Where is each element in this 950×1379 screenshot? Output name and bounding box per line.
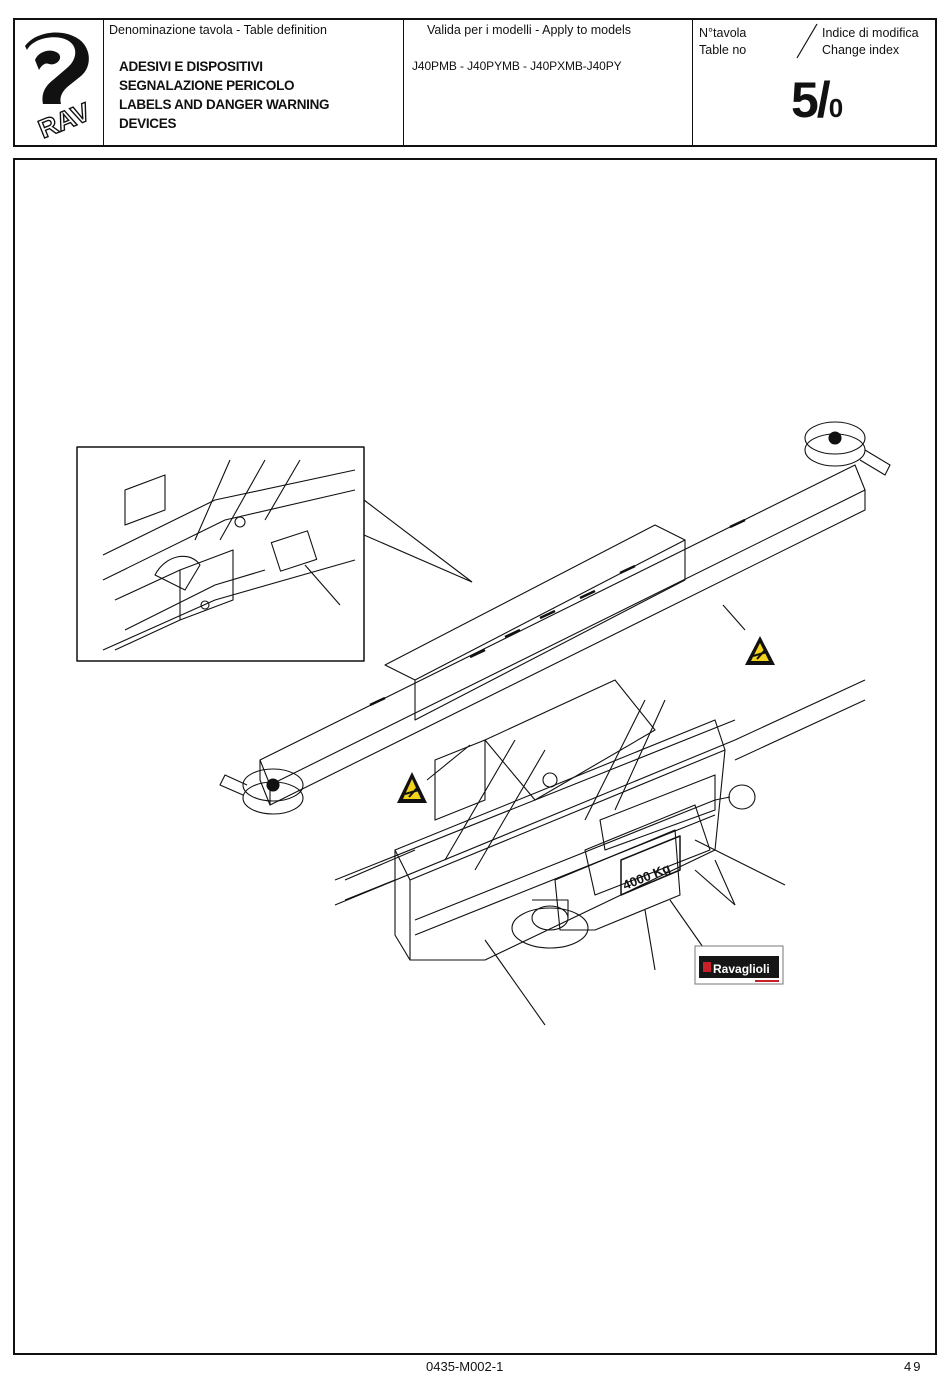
table-label-en: Table no bbox=[699, 43, 746, 57]
divider-slash bbox=[793, 22, 823, 62]
rail-lines bbox=[345, 680, 865, 900]
title-line-1: ADESIVI E DISPOSITIVI bbox=[119, 57, 329, 76]
base-foot bbox=[512, 900, 588, 948]
models-list: J40PMB - J40PYMB - J40PXMB-J40PY bbox=[412, 59, 622, 73]
inset-pointer bbox=[364, 500, 472, 582]
brand-label: Ravaglioli bbox=[695, 946, 783, 984]
change-label-it: Indice di modifica bbox=[822, 26, 919, 40]
models-label: Valida per i modelli - Apply to models bbox=[427, 23, 631, 37]
brand-text: Ravaglioli bbox=[713, 962, 770, 976]
scissor-mechanism bbox=[435, 680, 665, 870]
capacity-label: 4000 Kg bbox=[621, 860, 673, 893]
table-number-cell: N°tavola Table no Indice di modifica Cha… bbox=[693, 20, 937, 145]
table-label-it: N°tavola bbox=[699, 26, 746, 40]
warning-sign-right bbox=[745, 636, 775, 665]
table-number: 5/0 bbox=[791, 75, 843, 133]
detail-inset bbox=[77, 447, 364, 661]
table-number-value: 5/ bbox=[791, 72, 829, 128]
title-line-2: SEGNALAZIONE PERICOLO bbox=[119, 76, 329, 95]
table-title: ADESIVI E DISPOSITIVI SEGNALAZIONE PERIC… bbox=[119, 57, 329, 133]
inset-pointer-2 bbox=[364, 535, 472, 582]
change-label-en: Change index bbox=[822, 43, 899, 57]
warning-sign-left bbox=[397, 772, 427, 803]
logo-cell: RAV bbox=[15, 20, 104, 145]
title-line-4: DEVICES bbox=[119, 114, 329, 133]
lift-pad-left bbox=[220, 769, 303, 814]
definition-cell: Denominazione tavola - Table definition … bbox=[104, 20, 404, 145]
page-number: 49 bbox=[904, 1359, 922, 1374]
document-code: 0435-M002-1 bbox=[426, 1359, 503, 1374]
change-index-value: 0 bbox=[829, 93, 843, 123]
lift-drawing: 4000 Kg Ravaglioli bbox=[15, 160, 935, 1353]
title-line-3: LABELS AND DANGER WARNING bbox=[119, 95, 329, 114]
rav-logo: RAV bbox=[15, 20, 101, 145]
title-block: RAV Denominazione tavola - Table definit… bbox=[13, 18, 937, 147]
drawing-frame: 4000 Kg Ravaglioli bbox=[13, 158, 937, 1355]
definition-label: Denominazione tavola - Table definition bbox=[109, 23, 327, 37]
lift-pad-right bbox=[805, 422, 890, 475]
models-cell: Valida per i modelli - Apply to models J… bbox=[404, 20, 693, 145]
